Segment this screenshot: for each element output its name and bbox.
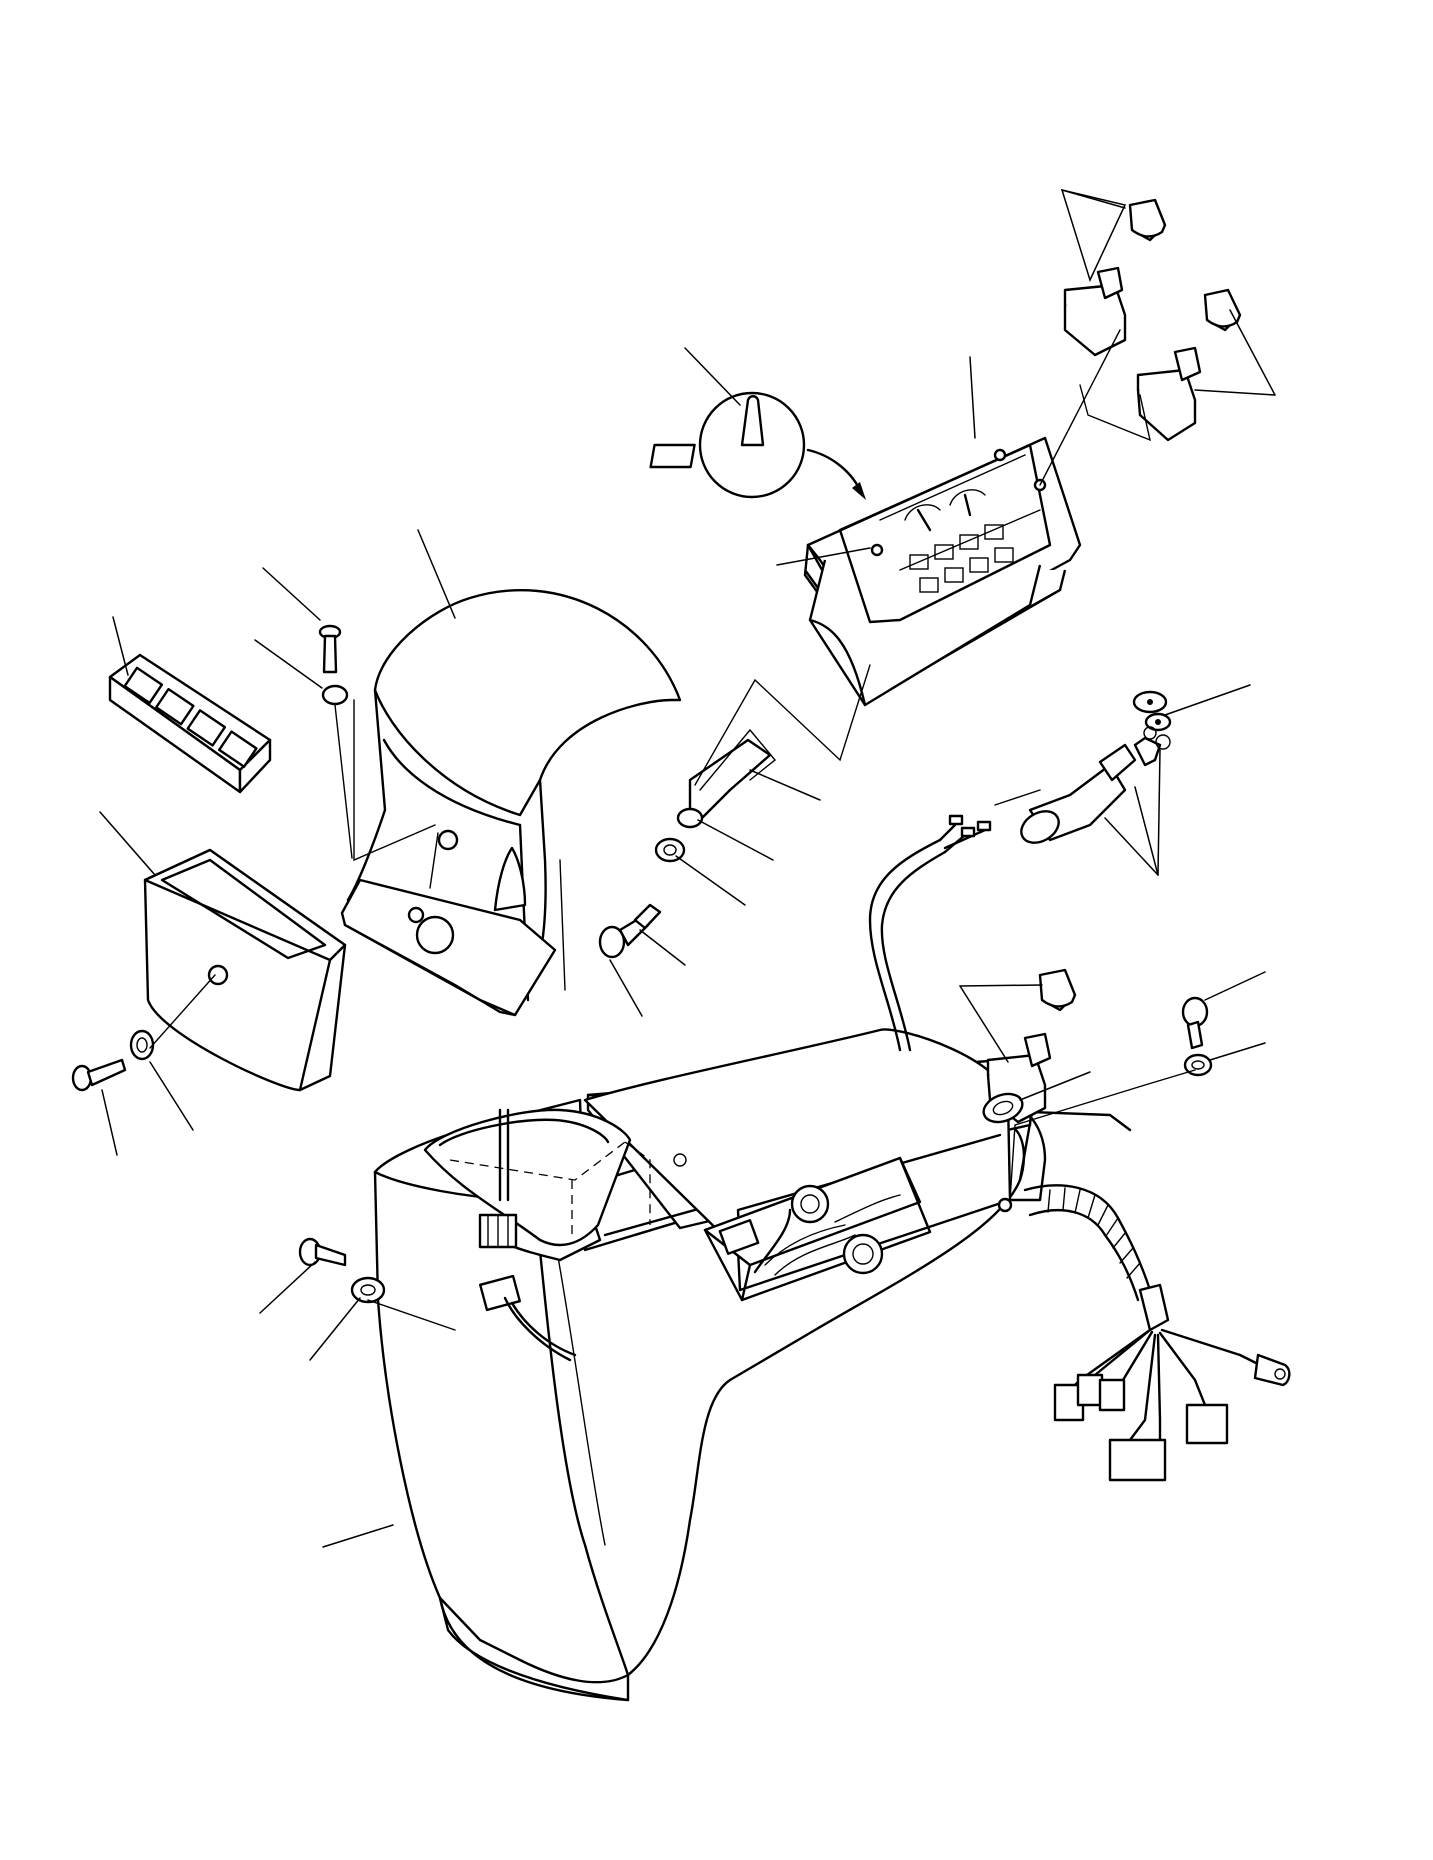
screw-upper bbox=[318, 624, 349, 706]
screw-lower-left bbox=[71, 1029, 155, 1092]
screw-right bbox=[1181, 996, 1213, 1077]
switch-panel bbox=[108, 653, 272, 794]
toggle-switch-right bbox=[1136, 288, 1242, 442]
bulb-detail-callout bbox=[649, 391, 866, 500]
switch-bezel-box bbox=[143, 848, 347, 1092]
fasteners bbox=[71, 624, 1213, 1304]
leader-lines bbox=[99, 188, 1276, 1548]
toggle-switch-center bbox=[982, 968, 1077, 1124]
main-console bbox=[373, 1028, 1132, 1702]
instrument-cluster bbox=[803, 436, 1082, 707]
ignition-switch bbox=[1020, 712, 1172, 844]
toggle-switch-top bbox=[1063, 198, 1167, 357]
screw-center bbox=[598, 903, 662, 959]
wiring-harness bbox=[478, 814, 1291, 1482]
upper-console-cover bbox=[340, 589, 682, 1017]
screw-console bbox=[298, 1237, 386, 1304]
cluster-bracket bbox=[654, 728, 776, 863]
